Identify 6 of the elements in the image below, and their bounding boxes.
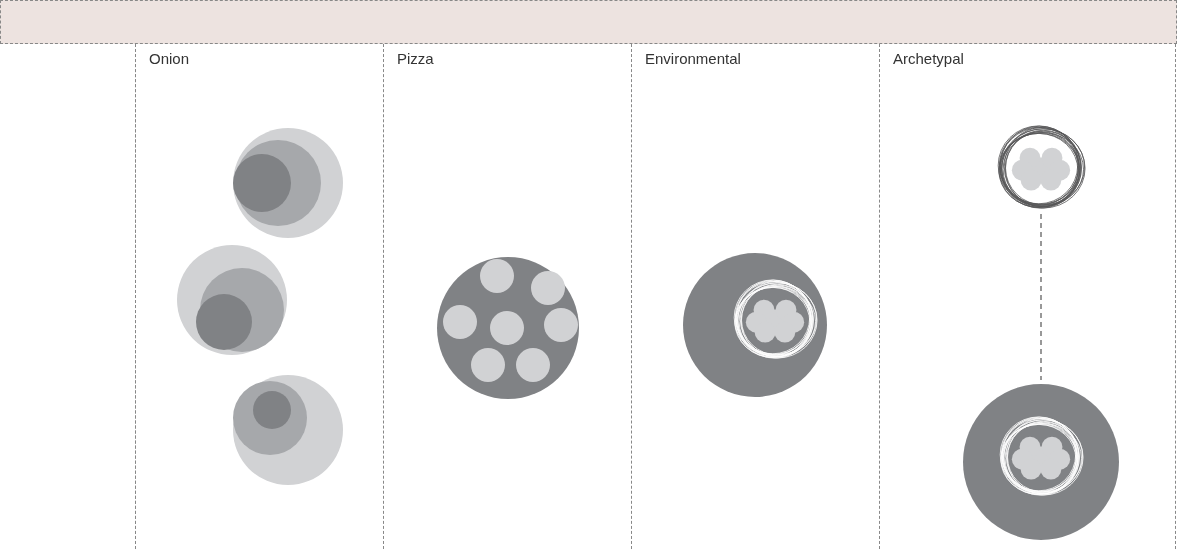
column-heading: Pizza (397, 50, 434, 67)
column-heading: Archetypal (893, 50, 964, 67)
connector-line (1040, 213, 1042, 381)
column-panel (879, 44, 1176, 549)
column-heading: Onion (149, 50, 190, 67)
column-heading: Environmental (645, 50, 741, 67)
